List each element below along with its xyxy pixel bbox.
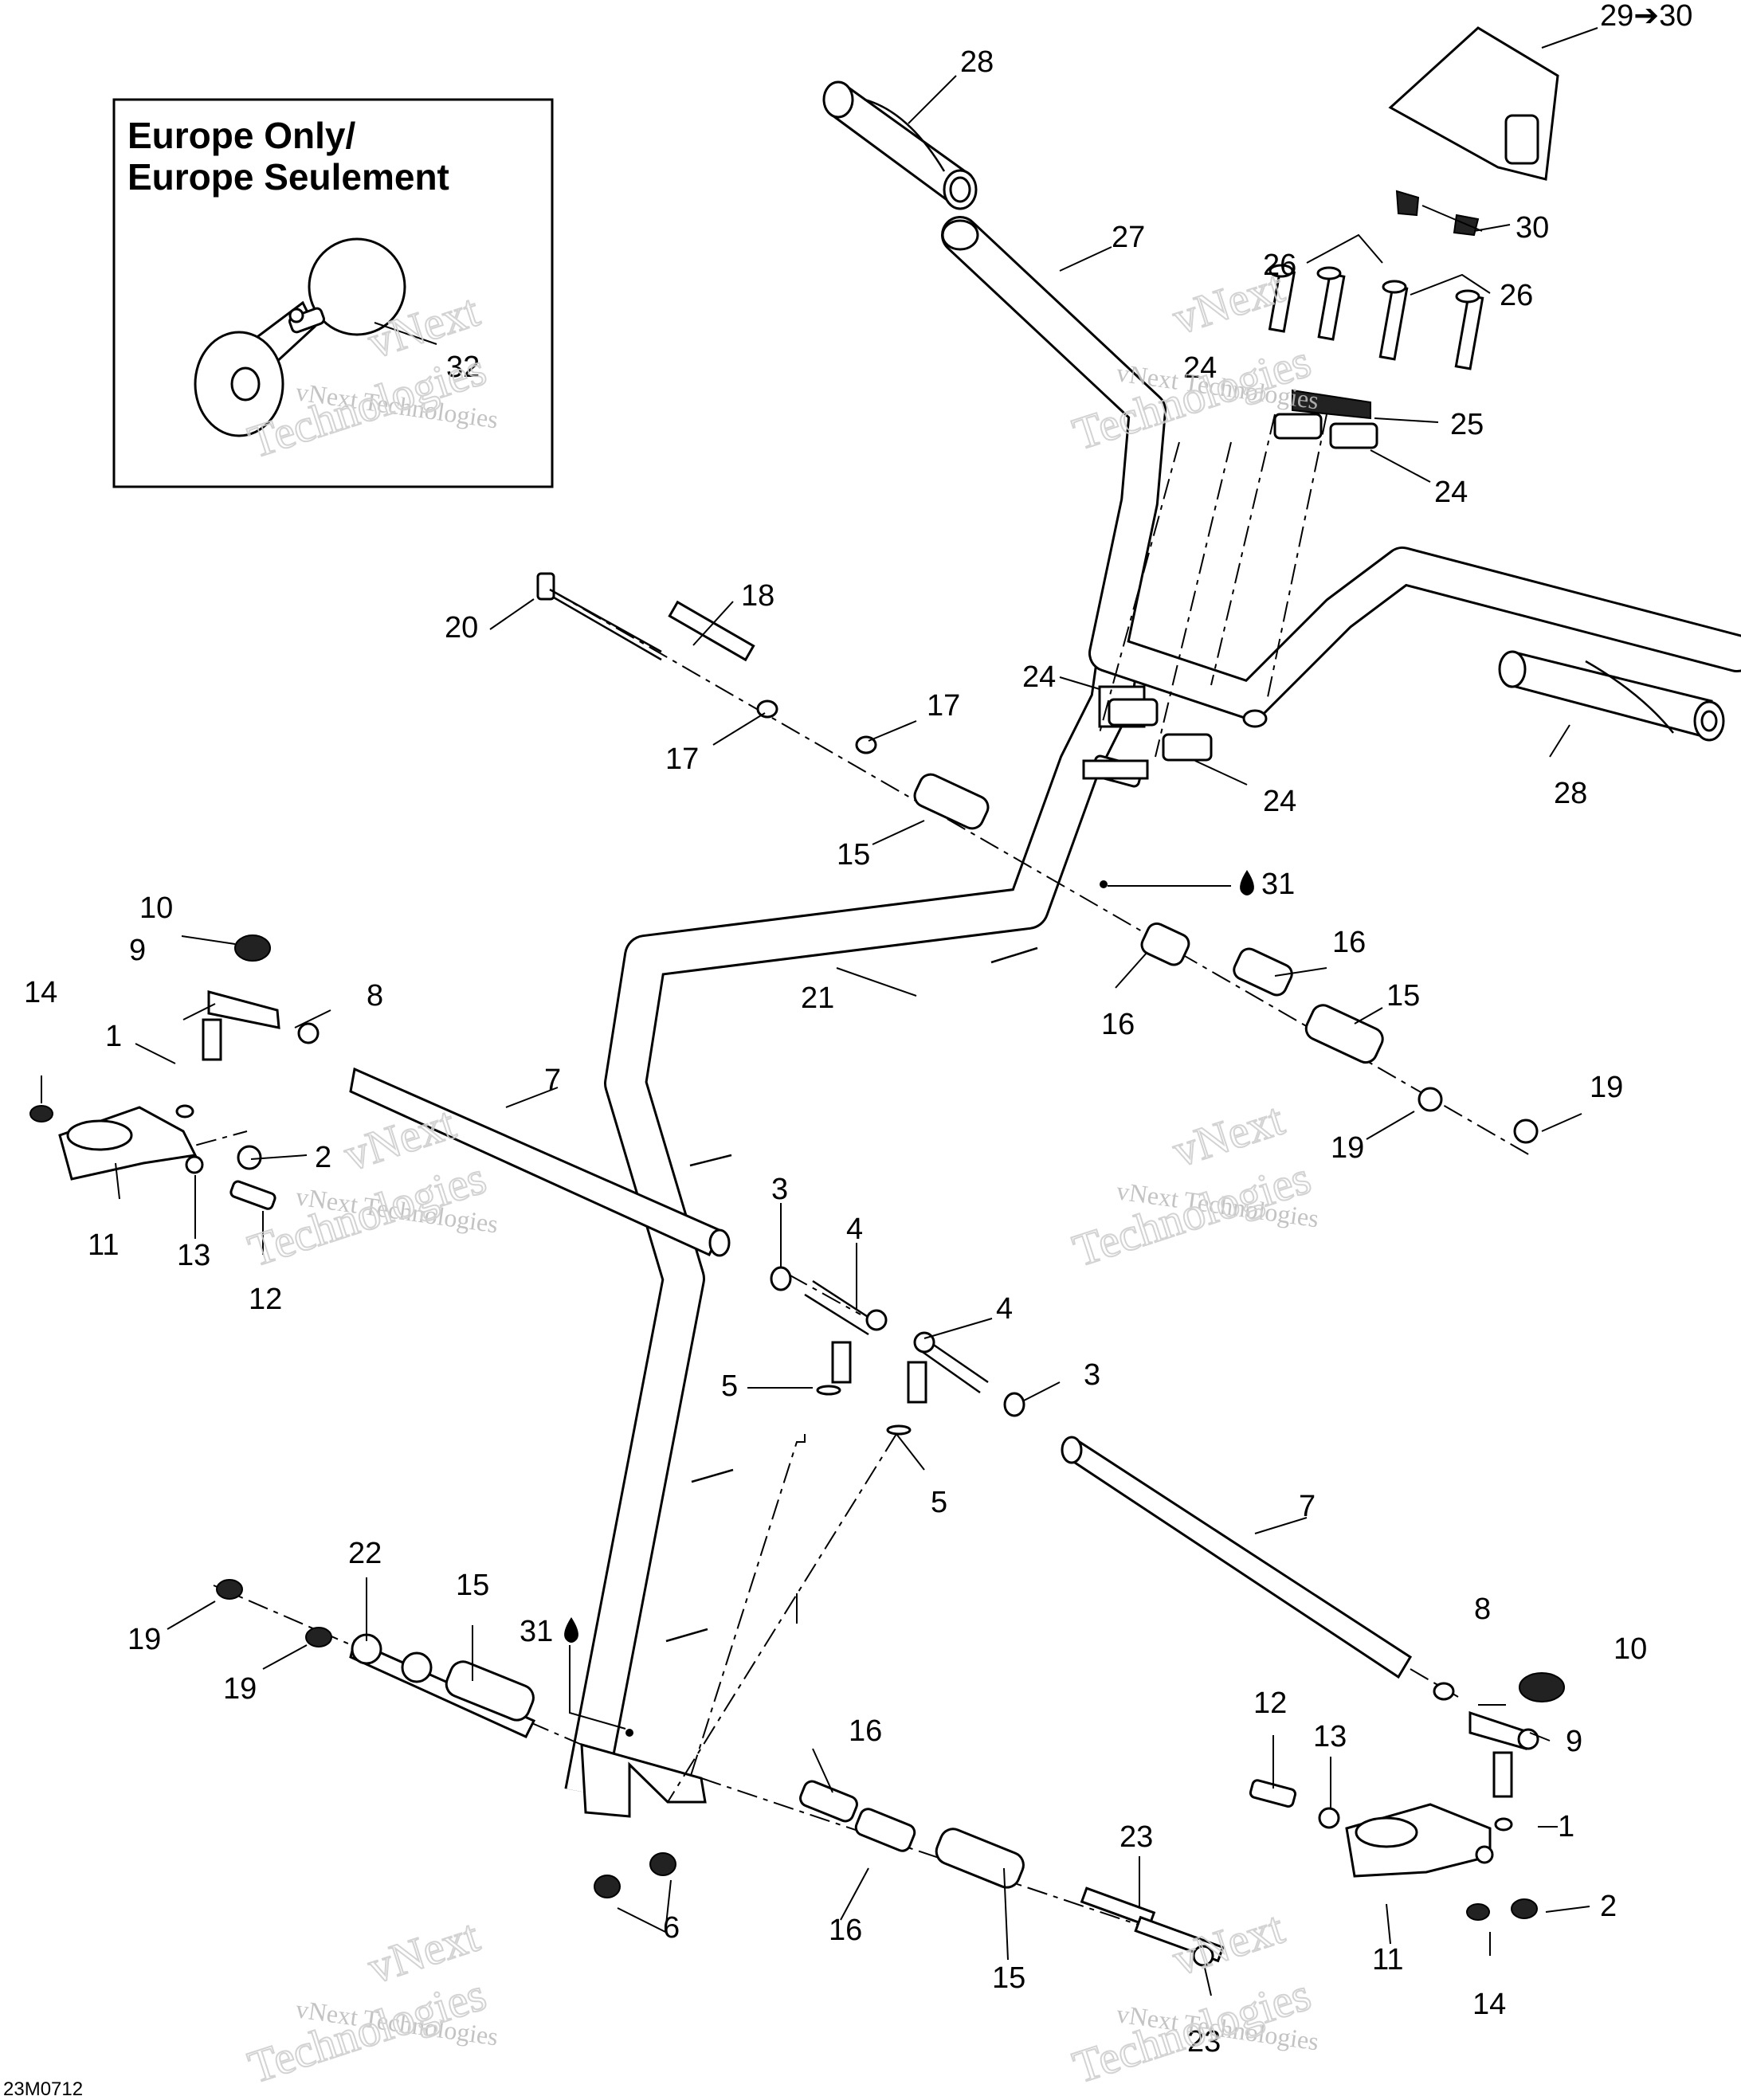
callout-30: 30 xyxy=(1516,211,1549,245)
callout-10: 10 xyxy=(1614,1632,1647,1666)
callout-9: 9 xyxy=(129,934,146,967)
callout-31: 31 xyxy=(520,1615,553,1648)
callout-11: 11 xyxy=(88,1228,119,1262)
lubricant-drop-icon xyxy=(1240,870,1254,895)
callout-2: 2 xyxy=(1600,1890,1617,1923)
callout-25: 25 xyxy=(1450,408,1484,441)
europe-inset: Europe Only/ Europe Seulement 32 xyxy=(112,98,554,488)
right-tie-rod xyxy=(1061,1436,1565,1921)
callout-13: 13 xyxy=(1313,1720,1347,1753)
callout-11: 11 xyxy=(1372,1943,1403,1977)
watermark-text: vNext xyxy=(1167,261,1290,345)
callout-19: 19 xyxy=(1331,1131,1364,1165)
callout-28: 28 xyxy=(960,45,994,79)
callout-8: 8 xyxy=(1474,1593,1491,1626)
callout-12: 12 xyxy=(249,1283,282,1316)
callout-16: 16 xyxy=(829,1914,862,1947)
callout-27: 27 xyxy=(1112,221,1145,254)
inset-title-line2: Europe Seulement xyxy=(127,156,449,198)
callout-3: 3 xyxy=(771,1173,788,1206)
callout-labels: 28 29➔30 27 30 26 26 24 25 24 20 18 17 1… xyxy=(24,0,1692,2059)
callout-3: 3 xyxy=(1084,1358,1100,1392)
callout-10: 10 xyxy=(139,891,173,925)
callout-16: 16 xyxy=(1101,1008,1135,1041)
callout-24: 24 xyxy=(1022,660,1056,694)
callout-5: 5 xyxy=(721,1369,738,1403)
callout-21: 21 xyxy=(801,981,834,1015)
callout-16: 16 xyxy=(849,1714,882,1748)
callout-29-30: 29➔30 xyxy=(1600,0,1692,33)
callout-19: 19 xyxy=(127,1623,161,1656)
callout-32: 32 xyxy=(446,351,480,384)
handlebar xyxy=(941,216,1741,728)
callout-24: 24 xyxy=(1183,351,1217,385)
grip-right xyxy=(1498,650,1725,742)
callout-5: 5 xyxy=(931,1486,947,1519)
inset-title-line1: Europe Only/ xyxy=(127,115,355,156)
callout-6: 6 xyxy=(663,1911,680,1945)
callout-15: 15 xyxy=(837,838,870,872)
callout-19: 19 xyxy=(1590,1071,1623,1104)
diagram-reference-code: 23M0712 xyxy=(3,2078,83,2100)
callout-18: 18 xyxy=(741,579,774,613)
handlebar-pad xyxy=(1388,26,1559,237)
grip-left xyxy=(822,80,978,210)
callout-23: 23 xyxy=(1187,2025,1221,2059)
callout-15: 15 xyxy=(456,1569,489,1602)
callout-1: 1 xyxy=(105,1020,122,1053)
callout-2: 2 xyxy=(315,1141,331,1174)
callout-7: 7 xyxy=(1299,1490,1316,1523)
callout-20: 20 xyxy=(445,611,478,644)
callout-22: 22 xyxy=(348,1537,382,1570)
callout-7: 7 xyxy=(544,1064,561,1097)
callout-1: 1 xyxy=(1558,1810,1574,1843)
leader-lines xyxy=(41,27,1598,1996)
upper-link-assembly xyxy=(536,572,1539,1156)
callout-31: 31 xyxy=(1261,868,1295,901)
lubricant-drop-icon xyxy=(564,1617,578,1643)
callout-4: 4 xyxy=(996,1292,1013,1326)
callout-4: 4 xyxy=(846,1213,863,1246)
steering-column xyxy=(564,658,1149,1818)
clamp-assembly-top xyxy=(1099,264,1484,762)
callout-24: 24 xyxy=(1434,476,1468,509)
callout-17: 17 xyxy=(927,689,960,723)
callout-8: 8 xyxy=(367,979,383,1013)
callout-28: 28 xyxy=(1554,777,1587,810)
callout-12: 12 xyxy=(1253,1687,1287,1720)
callout-17: 17 xyxy=(665,742,699,776)
watermark-text: vNext xyxy=(1167,1902,1290,1986)
callout-19: 19 xyxy=(223,1672,257,1706)
callout-23: 23 xyxy=(1119,1820,1153,1854)
callout-15: 15 xyxy=(1386,979,1420,1013)
center-ball-joints xyxy=(667,1266,1025,1803)
callout-24: 24 xyxy=(1263,785,1296,818)
callout-9: 9 xyxy=(1566,1725,1582,1758)
lower-link-assembly xyxy=(213,1579,1225,1967)
callout-16: 16 xyxy=(1332,926,1366,959)
callout-14: 14 xyxy=(1472,1988,1506,2021)
left-tie-rod xyxy=(29,934,861,1315)
callout-26: 26 xyxy=(1500,279,1533,312)
callout-15: 15 xyxy=(992,1961,1025,1995)
horn-icon xyxy=(194,237,406,437)
callout-14: 14 xyxy=(24,976,57,1009)
callout-13: 13 xyxy=(177,1239,210,1272)
callout-26: 26 xyxy=(1263,249,1296,282)
